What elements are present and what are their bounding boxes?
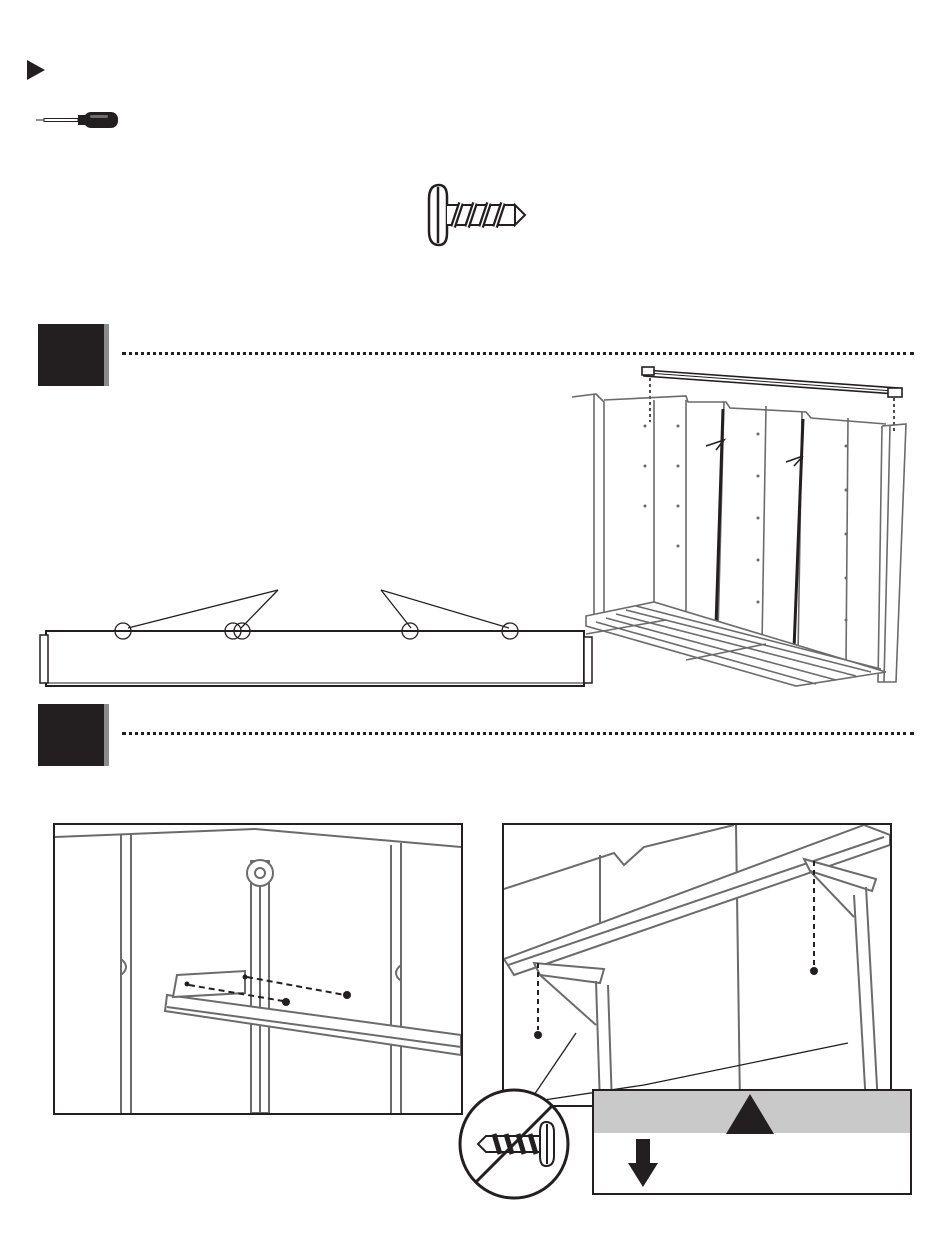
section-marker-triangle — [27, 60, 45, 80]
step-2-badge — [38, 704, 104, 766]
screwdriver-icon — [36, 110, 120, 130]
warning-triangle-icon — [726, 1094, 774, 1134]
no-screw-icon — [456, 1086, 572, 1202]
overhead-shelf-detail — [502, 823, 892, 1107]
down-arrow-icon — [628, 1139, 658, 1187]
step-1-divider — [122, 352, 914, 355]
step-2-divider — [122, 732, 914, 735]
shelf-bracket-detail — [53, 823, 463, 1115]
step-1-badge — [38, 324, 104, 386]
warning-box — [592, 1089, 912, 1195]
wall-beam-diagram — [36, 585, 596, 695]
shed-wall-diagram — [566, 364, 916, 694]
screw-icon — [425, 183, 531, 247]
